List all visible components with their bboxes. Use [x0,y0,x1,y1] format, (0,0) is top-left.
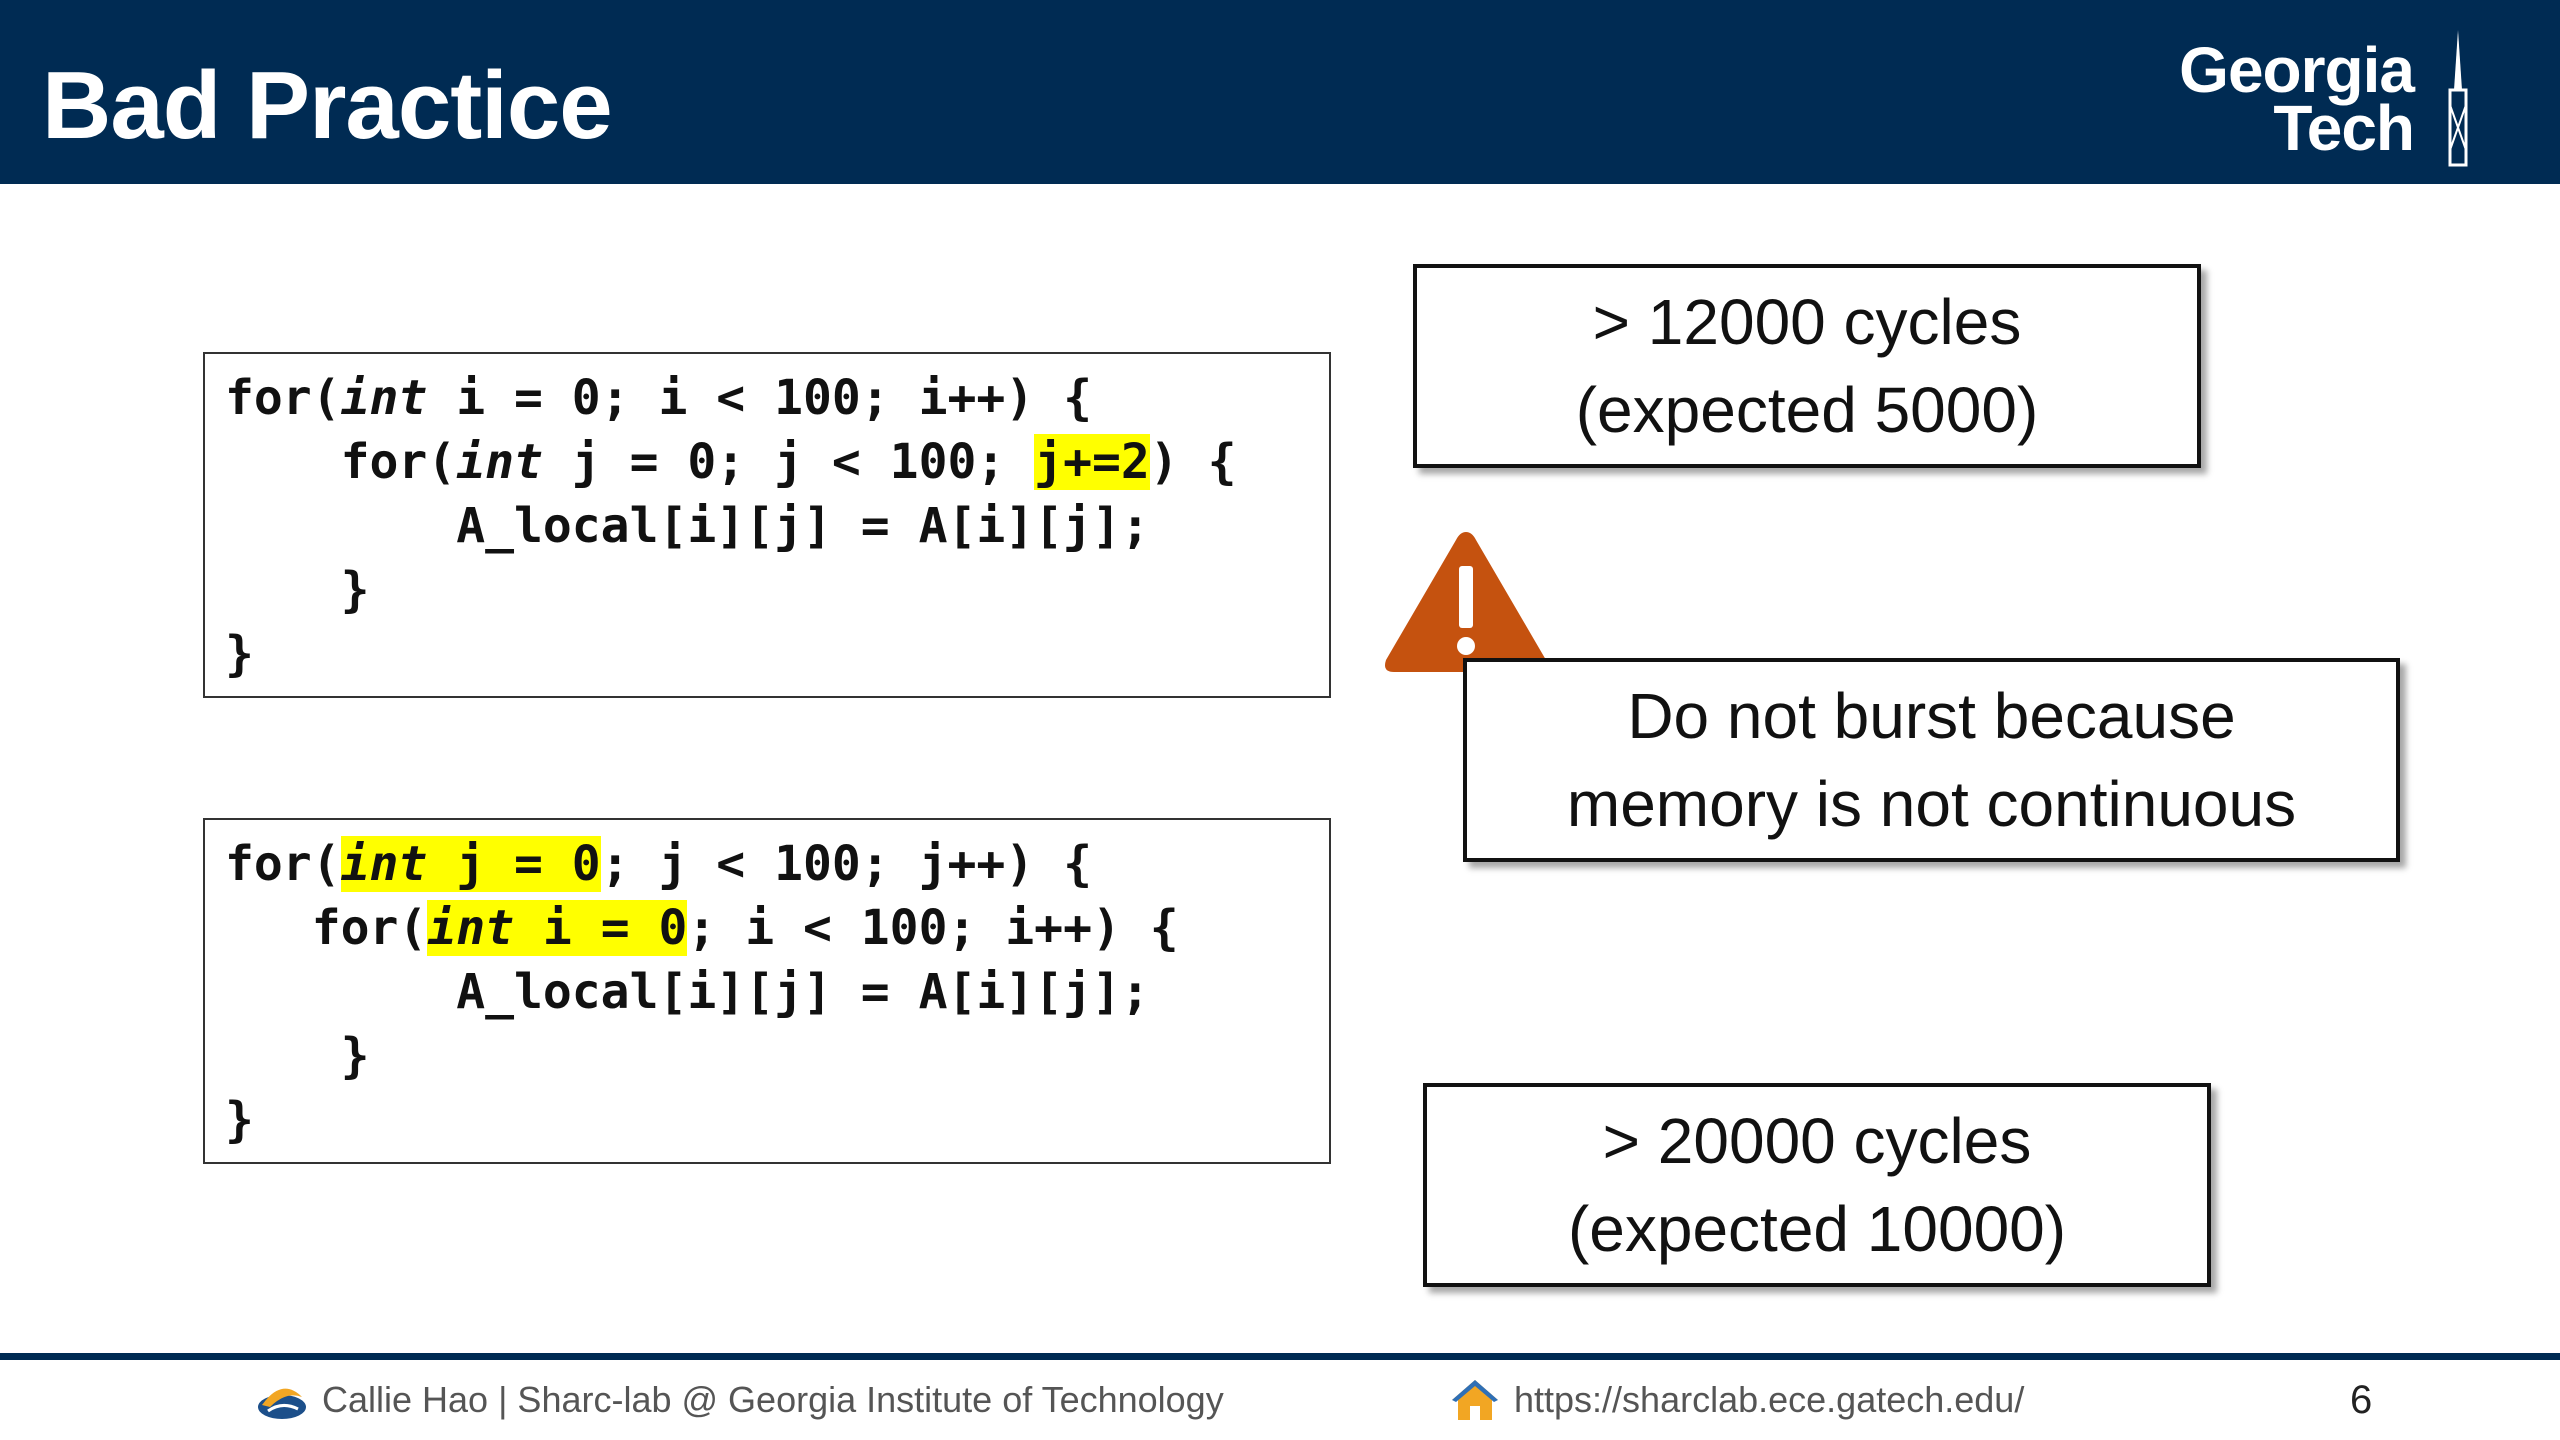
callout-cycles-12000: > 12000 cycles (expected 5000) [1413,264,2201,468]
slide-title: Bad Practice [42,52,613,159]
code-token: } [225,562,370,618]
code-line: for(int i = 0; i < 100; i++) { [225,900,1179,956]
callout-middle-line-2: memory is not continuous [1566,768,2297,840]
sharc-lab-logo-icon [256,1377,308,1423]
code-text-1: for(int i = 0; i < 100; i++) { for(int j… [205,354,1329,698]
code-line: } [225,1028,370,1084]
code-keyword-highlighted: int [427,900,514,956]
code-highlight: i = 0 [514,900,688,956]
logo-line-2: Tech [2273,92,2415,164]
code-token: A_local[i][j] = A[i][j]; [225,964,1150,1020]
code-token: for( [225,434,457,490]
code-token: ) { [1149,434,1237,490]
callout-bottom-line-2: (expected 10000) [1567,1193,2067,1265]
callout-top-line-1: > 12000 cycles [1592,286,2022,358]
code-token: } [225,626,254,682]
code-block-row-major-stride: for(int i = 0; i < 100; i++) { for(int j… [203,352,1331,698]
home-icon [1450,1378,1500,1422]
warning-triangle-icon [1385,532,1547,672]
footer-url-link[interactable]: https://sharclab.ece.gatech.edu/ [1514,1379,2025,1420]
callout-middle-line-1: Do not burst because [1627,680,2236,752]
code-token: for( [225,900,428,956]
code-block-column-major: for(int j = 0; j < 100; j++) { for(int i… [203,818,1331,1164]
callout-top-line-2: (expected 5000) [1575,374,2039,446]
footer-divider [0,1353,2560,1360]
logo-line-1: Georgia [2179,34,2415,106]
code-line: } [225,626,254,682]
code-token: ; j < 100; j++) { [600,836,1092,892]
slide-header: Bad Practice Georgia Tech [0,0,2560,184]
code-token: for( [225,370,341,426]
footer-author-text: Callie Hao | Sharc-lab @ Georgia Institu… [322,1379,1224,1420]
tech-tower-icon [2448,30,2468,167]
code-token: for( [225,836,341,892]
code-keyword: int [340,370,428,426]
callout-bottom-line-1: > 20000 cycles [1602,1105,2032,1177]
code-text-2: for(int j = 0; j < 100; j++) { for(int i… [205,820,1329,1164]
code-highlight: j+=2 [1034,434,1150,490]
code-keyword-highlighted: int [340,836,428,892]
code-token: } [225,1092,254,1148]
code-line: } [225,562,370,618]
page-number: 6 [2350,1378,2373,1422]
code-line: } [225,1092,254,1148]
code-keyword: int [456,434,543,490]
code-token: i = 0; i < 100; i++) { [427,370,1092,426]
code-line: for(int j = 0; j < 100; j+=2) { [225,434,1236,490]
code-line: A_local[i][j] = A[i][j]; [225,498,1150,554]
callout-cycles-20000: > 20000 cycles (expected 10000) [1423,1083,2211,1287]
footer-url[interactable]: https://sharclab.ece.gatech.edu/ [1450,1372,2024,1428]
code-token: ; i < 100; i++) { [687,900,1179,956]
callout-no-burst: Do not burst because memory is not conti… [1463,658,2400,862]
georgia-tech-logo: Georgia Tech [2118,30,2478,170]
code-line: for(int j = 0; j < 100; j++) { [225,836,1092,892]
code-highlight: j = 0 [427,836,601,892]
code-token: A_local[i][j] = A[i][j]; [225,498,1150,554]
code-token: } [225,1028,370,1084]
footer-author: Callie Hao | Sharc-lab @ Georgia Institu… [256,1372,1224,1428]
code-token: j = 0; j < 100; [542,434,1035,490]
code-line: for(int i = 0; i < 100; i++) { [225,370,1092,426]
code-line: A_local[i][j] = A[i][j]; [225,964,1150,1020]
